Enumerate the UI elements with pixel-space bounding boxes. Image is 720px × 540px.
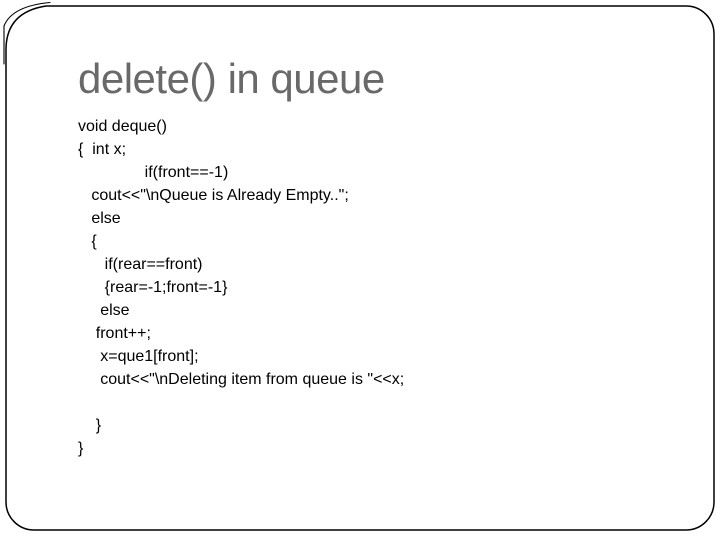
code-block: void deque() { int x; if(front==-1) cout… — [78, 118, 405, 457]
border-overlap-stroke — [3, 1, 51, 65]
slide-title: delete() in queue — [78, 55, 385, 102]
